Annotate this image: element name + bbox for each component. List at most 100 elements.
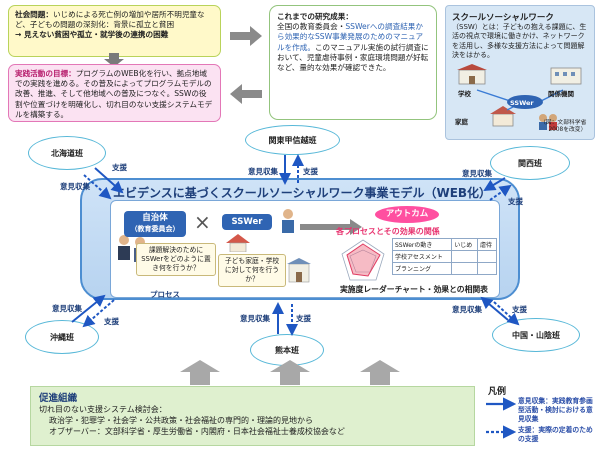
ssw-text: （SSW）とは：子どもの抱える課題に、生活の視点で環境に働きかけ、ネットワークを… <box>452 23 587 59</box>
label-feedback: 意見収集 <box>248 167 278 176</box>
ssw-node-sswer: SSWer <box>510 99 534 107</box>
table-cell <box>476 250 498 263</box>
outcome-badge: アウトカム <box>375 206 439 223</box>
left-arrow-icon <box>230 84 262 104</box>
agency-icon <box>550 67 582 85</box>
label-feedback: 意見収集 <box>462 169 492 178</box>
ssw-source-year: 2008を改変） <box>548 127 587 133</box>
research-text-b: このマニュアル実施の試行調査において、児童虐待事例・家庭環境問題が好転など、量的… <box>277 42 429 73</box>
label-support: 支援 <box>303 167 318 176</box>
ssw-center-node <box>507 95 543 109</box>
ssw-node-agency: 関係機関 <box>548 90 574 98</box>
promotion-title: 促進組織 <box>39 393 78 404</box>
promotion-line3: オブザーバー：文部科学省・厚生労働省・内閣府・日本社会福祉士養成校協会など <box>49 427 345 436</box>
feedback-arrow <box>71 294 106 323</box>
sswer-pill: SSWer <box>222 214 272 230</box>
ssw-source-line: （図：文部科学省 <box>540 120 587 126</box>
legend-solid-text: 意見収集：実践教育参画型活動・検討における意見収集 <box>518 397 593 423</box>
practice-goal-text: プログラムのWEB化を行い、拠点地域での実践を進める。その普及によってプログラム… <box>15 69 213 119</box>
support-arrow <box>489 184 512 201</box>
ssw-title: スクールソーシャルワーク <box>452 13 554 23</box>
practice-goal-box: 実践活動の目標：プログラムのWEB化を行い、拠点地域での実践を進める。その普及に… <box>8 64 221 122</box>
label-support: 支援 <box>512 305 527 314</box>
school-building-icon <box>287 258 311 283</box>
support-arrow <box>493 301 520 326</box>
right-arrow-icon <box>230 26 262 46</box>
support-arrow <box>83 174 112 200</box>
ssw-link-line <box>476 89 514 103</box>
person-icon <box>539 114 547 122</box>
legend-title: 凡例 <box>488 387 507 397</box>
process-label: プロセス <box>150 290 180 299</box>
table-row: 学校アセスメント <box>391 250 498 263</box>
local-government-pill: 自治体 （教育委員会） <box>124 211 186 237</box>
radar-chart-icon <box>341 239 385 281</box>
person-icon <box>549 122 557 130</box>
social-issue-emphasis: → 見えない貧困や孤立・就学後の連携の困難 <box>15 30 169 40</box>
social-issue-text: いじめによる死亡例の増加や居所不明児童など、子どもの問題の深刻化：背景に孤立と貧… <box>15 10 205 30</box>
table-cell: 学校アセスメント <box>391 250 453 263</box>
promotion-line2: 政治学・犯罪学・社会学・公共政策・社会福祉の専門的・理論的見地から <box>49 416 313 425</box>
local-government-label: 自治体 <box>142 213 168 223</box>
up-arrow-icon <box>180 360 220 385</box>
research-results-box: これまでの研究成果： 全国の教育委員会・SSWerへの調査結果から効果的なSSW… <box>269 5 437 120</box>
promotion-box: 促進組織 切れ目のない支援システム検討会： 政治学・犯罪学・社会学・公共政策・社… <box>30 386 475 446</box>
process-effect-table: SSWerの動き いじめ 虐待 学校アセスメント プランニング <box>391 238 498 275</box>
effect-relation-label: 各プロセスとその効果の関係 <box>336 227 440 236</box>
radar-caption: 実施度レーダーチャート・効果との相関表 <box>340 285 488 294</box>
research-title: これまでの研究成果： <box>277 12 353 21</box>
home-icon <box>490 106 516 127</box>
label-feedback: 意見収集 <box>60 182 90 191</box>
region-hokkaido: 北海道班 <box>28 136 106 170</box>
ssw-network-diagram <box>457 64 582 130</box>
social-issue-box: 社会問題：いじめによる死亡例の増加や居所不明児童など、子どもの問題の深刻化：背景… <box>8 5 221 57</box>
up-arrow-icon <box>270 360 310 385</box>
label-support: 支援 <box>112 163 127 172</box>
feedback-arrow <box>480 296 509 321</box>
table-row: SSWerの動き いじめ 虐待 <box>391 238 498 251</box>
region-kumamoto: 熊本班 <box>250 334 324 366</box>
feedback-arrow <box>94 167 124 194</box>
table-cell <box>476 262 498 275</box>
down-arrow-icon <box>104 53 124 67</box>
person-icon <box>549 114 557 122</box>
ssw-link-line <box>538 89 564 103</box>
model-title: エビデンスに基づくスクールソーシャルワーク事業モデル（WEB化） <box>112 186 492 200</box>
legend-dotted-text: 支援：実際の定着のための支援 <box>518 426 593 443</box>
question-ssw-bubble: 子ども家庭・学校に対して何を行うか？ <box>218 254 286 287</box>
table-cell: いじめ <box>451 238 478 251</box>
promotion-line1: 切れ目のない支援システム検討会： <box>39 405 167 414</box>
cross-symbol: × <box>194 210 211 234</box>
up-arrow-icon <box>360 360 400 385</box>
ssw-source: （図：文部科学省 2008を改変） <box>540 120 586 134</box>
region-kansai: 関西班 <box>490 146 570 180</box>
support-arrow <box>82 299 115 328</box>
label-feedback: 意見収集 <box>452 305 482 314</box>
table-row: プランニング <box>391 262 498 275</box>
social-issue-lead: 社会問題： <box>15 10 53 19</box>
question-local-bubble: 課題解決のためにSSWerをどのように置き何を行うか？ <box>136 243 216 276</box>
label-support: 支援 <box>296 314 311 323</box>
label-support: 支援 <box>104 317 119 326</box>
ssw-node-school: 学校 <box>458 90 471 98</box>
label-support: 支援 <box>508 197 523 206</box>
research-text-highlight: SSWerへの調査結果から効果的なSSW事業発展のためのマニュアルを作成。 <box>277 22 424 52</box>
research-text-a: 全国の教育委員会・ <box>277 22 346 32</box>
table-cell <box>451 262 478 275</box>
table-cell: プランニング <box>391 262 453 275</box>
feedback-arrow <box>483 177 506 192</box>
house-icon <box>226 234 250 252</box>
process-arrow <box>300 219 362 235</box>
person-icon <box>539 122 547 130</box>
ssw-node-home: 家庭 <box>455 118 468 126</box>
table-cell: SSWerの動き <box>391 238 453 251</box>
sswer-person-icon <box>282 209 294 233</box>
practice-goal-lead: 実践活動の目標： <box>15 69 76 78</box>
table-cell <box>451 250 478 263</box>
school-icon <box>457 64 487 85</box>
local-government-sub: （教育委員会） <box>130 225 180 233</box>
label-feedback: 意見収集 <box>52 304 82 313</box>
table-cell: 虐待 <box>476 238 498 251</box>
label-feedback: 意見収集 <box>240 314 270 323</box>
